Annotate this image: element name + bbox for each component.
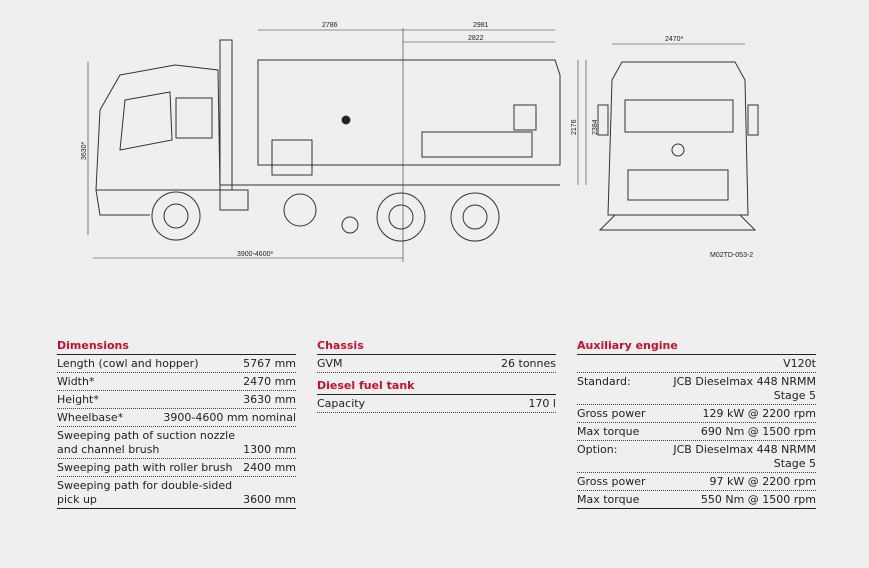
dim-width: 2470* [665,36,684,43]
spec-value: 170 l [528,397,556,410]
spec-row: Sweeping path with roller brush 2400 mm [57,459,296,477]
spec-label: Sweeping path of suction nozzle and chan… [57,429,235,456]
spec-value: V120t [783,357,816,370]
spec-row: Option: JCB Dieselmax 448 NRMM Stage 5 [577,441,816,473]
spec-label: Max torque [577,493,640,506]
spec-label: Max torque [577,425,640,438]
spec-label: Width* [57,375,95,388]
spec-row: Length (cowl and hopper) 5767 mm [57,355,296,373]
dim-2176: 2176 [571,119,578,135]
auxiliary-engine-table: Auxiliary engine V120t Standard: JCB Dies… [577,339,816,509]
spec-row: Sweeping path for double-sided pick up 3… [57,477,296,509]
truck-drawing: 2786 2981 2822 2470* 3630* 2176 2384 390… [81,22,759,262]
spec-value: 26 tonnes [501,357,556,370]
dimensions-heading: Dimensions [57,339,296,355]
spec-value: 5767 mm [243,357,296,370]
spec-value: 1300 mm [243,443,296,456]
spec-label: Gross power [577,407,646,420]
spec-label: Standard: [577,375,631,388]
dim-2981: 2981 [473,22,489,29]
spec-label: Capacity [317,397,366,410]
spec-value: 3600 mm [243,493,296,506]
spec-value: 2400 mm [243,461,296,474]
spec-value: 97 kW @ 2200 rpm [709,475,816,488]
spec-row: Sweeping path of suction nozzle and chan… [57,427,296,459]
spec-row: Width* 2470 mm [57,373,296,391]
dim-2822: 2822 [468,35,484,42]
spec-value: 3900-4600 mm nominal [163,411,296,424]
spec-label: Wheelbase* [57,411,124,424]
spec-value: 690 Nm @ 1500 rpm [700,425,816,438]
spec-label: Option: [577,443,618,456]
dim-wheelbase: 3900-4600* [237,251,273,258]
spec-row: Capacity 170 l [317,395,556,413]
spec-row: GVM 26 tonnes [317,355,556,373]
spec-value: 129 kW @ 2200 rpm [702,407,816,420]
dimensions-table: Dimensions Length (cowl and hopper) 5767 … [57,339,296,509]
dim-height: 3630* [81,141,88,160]
auxiliary-engine-heading: Auxiliary engine [577,339,816,355]
side-view [95,39,561,242]
dim-2384: 2384 [592,119,599,135]
chassis-table: Chassis GVM 26 tonnes Diesel fuel tank Ca… [317,339,556,413]
spec-value: 2470 mm [243,375,296,388]
spec-row: Gross power 97 kW @ 2200 rpm [577,473,816,491]
spec-label: Sweeping path with roller brush [57,461,233,474]
chassis-heading: Chassis [317,339,556,355]
spec-value: 3630 mm [243,393,296,406]
spec-label: Length (cowl and hopper) [57,357,199,370]
spec-value: JCB Dieselmax 448 NRMM Stage 5 [673,375,816,402]
front-view [597,61,759,231]
spec-row: Height* 3630 mm [57,391,296,409]
fuel-heading: Diesel fuel tank [317,379,556,395]
spec-label: Height* [57,393,99,406]
spec-label: Gross power [577,475,646,488]
spec-row: Wheelbase* 3900-4600 mm nominal [57,409,296,427]
drawing-ref: M02TD-053-2 [710,252,753,259]
dimension-lines [87,28,745,262]
spec-value: 550 Nm @ 1500 rpm [700,493,816,506]
spec-row: Max torque 550 Nm @ 1500 rpm [577,491,816,509]
dim-2786: 2786 [322,22,338,29]
spec-row: Max torque 690 Nm @ 1500 rpm [577,423,816,441]
spec-value: JCB Dieselmax 448 NRMM Stage 5 [673,443,816,470]
spec-row: Gross power 129 kW @ 2200 rpm [577,405,816,423]
spec-label: GVM [317,357,343,370]
spec-row: Standard: JCB Dieselmax 448 NRMM Stage 5 [577,373,816,405]
spec-label: Sweeping path for double-sided pick up [57,479,233,506]
spec-row: V120t [577,355,816,373]
